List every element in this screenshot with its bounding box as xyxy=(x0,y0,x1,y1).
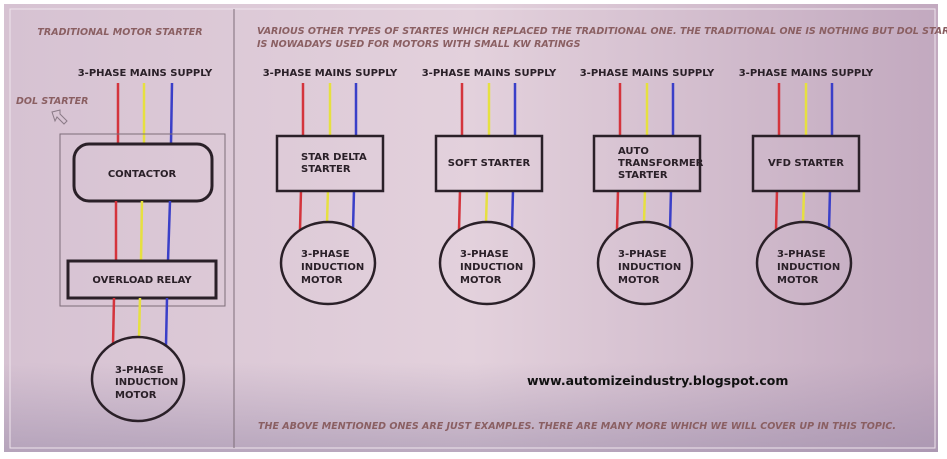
motor-label-line: 3-PHASE xyxy=(460,249,509,260)
red-wire xyxy=(298,189,303,231)
induction-motor xyxy=(755,220,853,306)
motor-label-line: INDUCTION xyxy=(460,262,523,273)
intro-text-line: VARIOUS OTHER TYPES OF STARTES WHICH REP… xyxy=(257,26,947,37)
motor-label-line: INDUCTION xyxy=(115,377,178,388)
starter-label-line: STARTER xyxy=(618,170,668,181)
motor-label-line: MOTOR xyxy=(301,275,343,286)
dol-starter-label: DOL STARTER xyxy=(16,96,88,107)
yellow-wire xyxy=(139,200,144,262)
contactor-block xyxy=(72,142,214,203)
blue-wire xyxy=(827,189,832,231)
motor-label-line: 3-PHASE xyxy=(115,365,164,376)
red-wire xyxy=(615,189,620,231)
motor-label-line: MOTOR xyxy=(777,275,819,286)
supply-label: 3-PHASE MAINS SUPPLY xyxy=(422,68,557,79)
starter-block xyxy=(751,134,861,193)
overload-relay-block xyxy=(66,259,218,300)
red-wire xyxy=(457,189,462,231)
starter-block xyxy=(275,134,385,193)
overload-relay-label: OVERLOAD RELAY xyxy=(92,275,192,286)
starter-block xyxy=(434,134,544,193)
bottom-shade xyxy=(4,4,938,452)
blue-wire xyxy=(166,200,172,262)
intro-text-line: IS NOWADAYS USED FOR MOTORS WITH SMALL K… xyxy=(257,39,581,50)
induction-motor xyxy=(438,220,536,306)
induction-motor xyxy=(279,220,377,306)
blue-wire xyxy=(169,82,174,145)
starter-block xyxy=(592,134,702,193)
blue-wire xyxy=(668,189,673,231)
starter-label-line: AUTO xyxy=(618,146,649,157)
motor-label-line: INDUCTION xyxy=(301,262,364,273)
supply-label: 3-PHASE MAINS SUPPLY xyxy=(78,68,213,79)
induction-motor xyxy=(90,335,186,423)
motor-label-line: INDUCTION xyxy=(777,262,840,273)
starter-label-line: TRANSFORMER xyxy=(618,158,704,169)
yellow-wire xyxy=(325,189,330,223)
motor-label-line: 3-PHASE xyxy=(301,249,350,260)
starter-label-line: VFD STARTER xyxy=(768,158,844,169)
motor-label-line: 3-PHASE xyxy=(618,249,667,260)
footer-note: THE ABOVE MENTIONED ONES ARE JUST EXAMPL… xyxy=(258,421,896,432)
website-url: www.automizeindustry.blogspot.com xyxy=(527,373,788,388)
starter-label-line: SOFT STARTER xyxy=(448,158,531,169)
dol-starter-box xyxy=(59,133,226,307)
starter-label-line: STAR DELTA xyxy=(301,152,367,163)
supply-label: 3-PHASE MAINS SUPPLY xyxy=(739,68,874,79)
blue-wire xyxy=(164,297,169,346)
motor-label-line: INDUCTION xyxy=(618,262,681,273)
induction-motor xyxy=(596,220,694,306)
contactor-label: CONTACTOR xyxy=(108,169,177,180)
blue-wire xyxy=(510,189,515,231)
traditional-title: TRADITIONAL MOTOR STARTER xyxy=(37,27,202,38)
motor-label-line: MOTOR xyxy=(460,275,502,286)
red-wire xyxy=(111,297,116,346)
yellow-wire xyxy=(801,189,806,223)
motor-label-line: 3-PHASE xyxy=(777,249,826,260)
inner-frame xyxy=(9,8,936,449)
yellow-wire xyxy=(137,297,142,338)
supply-label: 3-PHASE MAINS SUPPLY xyxy=(580,68,715,79)
motor-label-line: MOTOR xyxy=(115,390,157,401)
supply-label: 3-PHASE MAINS SUPPLY xyxy=(263,68,398,79)
yellow-wire xyxy=(484,189,489,223)
blue-wire xyxy=(351,189,356,231)
arrow-icon xyxy=(51,109,68,125)
yellow-wire xyxy=(642,189,647,223)
starter-label-line: STARTER xyxy=(301,164,351,175)
red-wire xyxy=(774,189,779,231)
motor-label-line: MOTOR xyxy=(618,275,660,286)
